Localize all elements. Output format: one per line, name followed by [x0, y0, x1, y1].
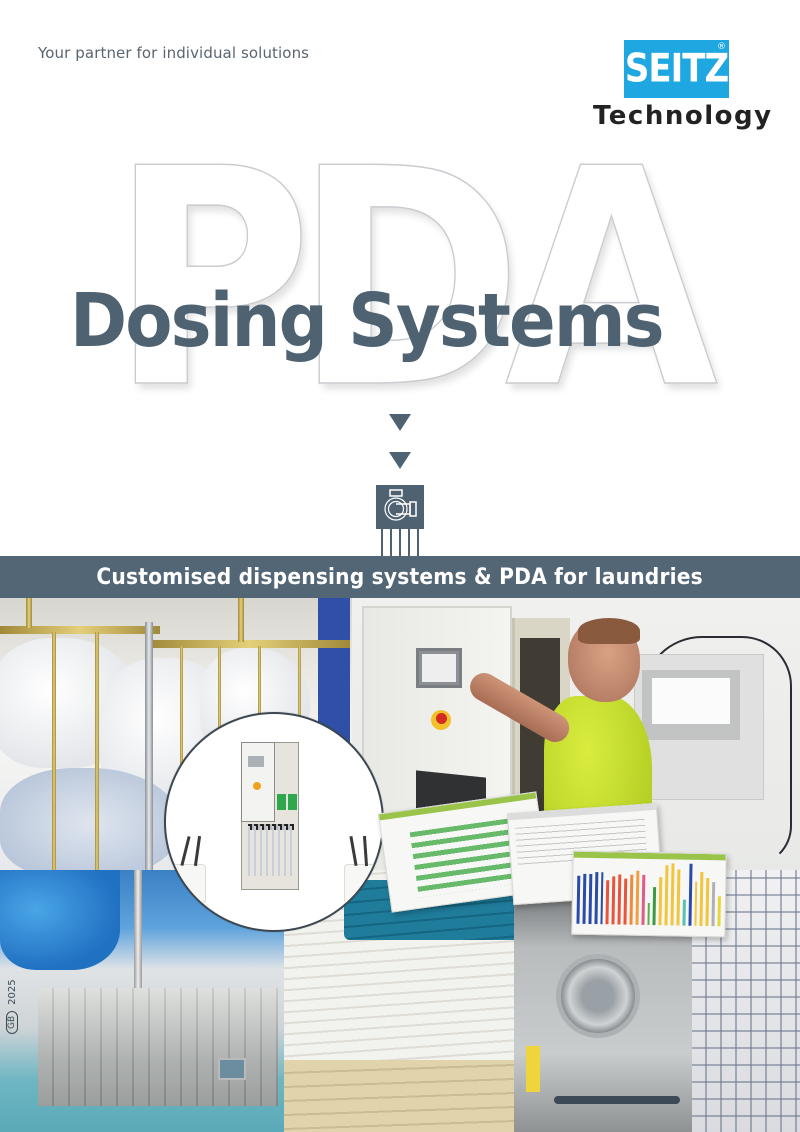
country-badge: GB [6, 1010, 18, 1034]
control-panel-screen [218, 1058, 246, 1080]
linen-pile [0, 768, 180, 878]
cart-bar [180, 646, 183, 766]
chart-bar [629, 874, 634, 925]
chemical-container [172, 864, 206, 904]
pump-icon [277, 794, 286, 810]
logo-wordmark: SEITZ [624, 46, 729, 92]
suction-lance [180, 836, 191, 866]
chart-bar [635, 870, 640, 925]
chart-bar [676, 869, 681, 926]
washer-door [556, 954, 640, 1038]
dosing-pump-icon [376, 485, 424, 559]
chart-bar [693, 881, 698, 926]
control-pendant [526, 1046, 540, 1092]
suction-lance [193, 835, 202, 867]
chart-bar [682, 899, 686, 926]
down-triangle-icon [389, 414, 411, 431]
chart-bar [576, 875, 581, 924]
cart-bar [95, 632, 99, 878]
washer-handle [554, 1096, 680, 1104]
chart-bar [717, 896, 721, 927]
chart-bar [705, 878, 710, 927]
print-year: 2025 [6, 979, 18, 1005]
cart-bar [298, 646, 301, 766]
cart-bar [258, 646, 261, 766]
cable [642, 636, 792, 866]
cabinet-display [248, 756, 264, 767]
suction-lance [349, 835, 358, 867]
chart-bar [658, 877, 663, 926]
tunnel-washer-ribs [38, 988, 278, 1106]
cart-bar [52, 632, 56, 878]
cart-post [145, 622, 153, 878]
cart-rail [0, 626, 160, 634]
chart-bar [582, 873, 587, 924]
chart-bar [688, 863, 693, 926]
cabinet-inset-circle [164, 712, 384, 932]
tubing [248, 826, 296, 876]
beige-linen [284, 1060, 520, 1132]
photo-collage [0, 598, 800, 1132]
chart-bar [605, 880, 610, 925]
registered-mark: ® [717, 42, 726, 52]
stacked-linen-photo [284, 870, 520, 1132]
cart-bar [218, 646, 221, 766]
tagline: Your partner for individual solutions [38, 44, 310, 62]
software-screenshot-bar-chart [571, 850, 727, 938]
blue-door [318, 598, 350, 743]
chart-bar [699, 871, 704, 926]
pump-icon [288, 794, 297, 810]
emergency-stop-icon [253, 782, 261, 790]
chart-bar [623, 878, 628, 925]
chart-bar [611, 876, 616, 925]
chart-bar [599, 872, 604, 925]
logo-subtitle: Technology [593, 101, 773, 131]
sling-bags [0, 870, 120, 970]
support-pole [134, 870, 142, 1000]
wall-terminal-screen [642, 670, 740, 740]
subtitle-banner: Customised dispensing systems & PDA for … [0, 556, 800, 598]
chart-bar [652, 887, 657, 926]
banner-text: Customised dispensing systems & PDA for … [96, 564, 704, 590]
window-titlebar [573, 851, 726, 861]
emergency-stop-icon [431, 710, 451, 730]
seitz-logo: SEITZ ® [624, 40, 729, 98]
bar-chart [576, 863, 723, 927]
tunnel-washer-body [38, 988, 278, 1106]
pda-background-word: PDA [109, 105, 719, 454]
chart-bar [617, 874, 622, 925]
chart-bar [711, 882, 716, 927]
cart-hanger [238, 598, 244, 642]
down-triangle-icon [389, 452, 411, 469]
chart-bar [670, 863, 675, 926]
page-title: Dosing Systems [70, 278, 665, 364]
chart-bar [646, 902, 651, 926]
cart-rail [150, 640, 350, 648]
chart-bar [664, 865, 669, 926]
technician-hair [578, 618, 640, 644]
suction-lance [362, 835, 369, 867]
chart-bar [588, 873, 592, 924]
chart-bar [594, 872, 598, 925]
chemical-container [344, 864, 378, 904]
cart-hanger [26, 598, 32, 628]
touch-panel [416, 648, 462, 688]
print-code: GB 2025 [6, 979, 18, 1034]
chart-bar [641, 874, 645, 925]
